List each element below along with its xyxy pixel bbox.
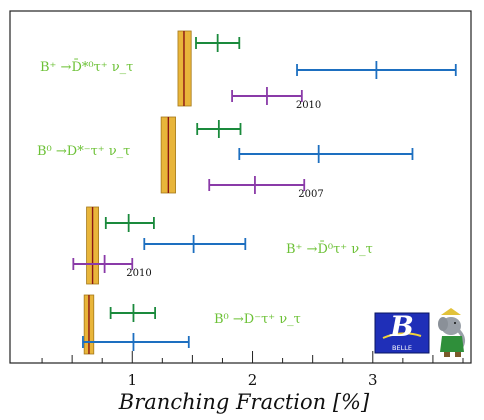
measurement-year-label: 2010 [296,100,321,111]
errorbar-babar [296,61,457,79]
x-tick-label: 2 [248,371,258,389]
errorbar-babar [82,333,190,351]
errorbar-belle [196,120,242,138]
belle-logo: B BELLE [374,310,430,354]
errorbar-babar [231,87,303,105]
decay-mode-label: B⁰ →D*⁻τ⁺ ν_τ [37,144,130,159]
measurement-year-label: 2007 [298,189,323,200]
errorbar-belle [195,34,241,52]
x-tick-label: 3 [368,371,378,389]
belle-logo-text: BELLE [392,344,412,352]
errorbar-babar [208,176,306,194]
measurement-year-label: 2010 [126,268,151,279]
x-tick-label: 1 [127,371,137,389]
decay-mode-label: B⁺ →D̄*⁰τ⁺ ν_τ [40,59,133,75]
x-axis-title: Branching Fraction [%] [118,390,370,414]
errorbar-babar [143,235,247,253]
errorbar-babar [72,255,134,273]
decay-mode-label: B⁺ →D̄⁰τ⁺ ν_τ [286,241,373,257]
belle-logo-letter: B [389,310,414,343]
decay-mode-label: B⁰ →D⁻τ⁺ ν_τ [214,312,301,327]
errorbar-belle [109,304,157,322]
errorbar-babar [238,145,414,163]
babar-elephant-icon [438,308,466,357]
errorbar-belle [104,214,155,232]
